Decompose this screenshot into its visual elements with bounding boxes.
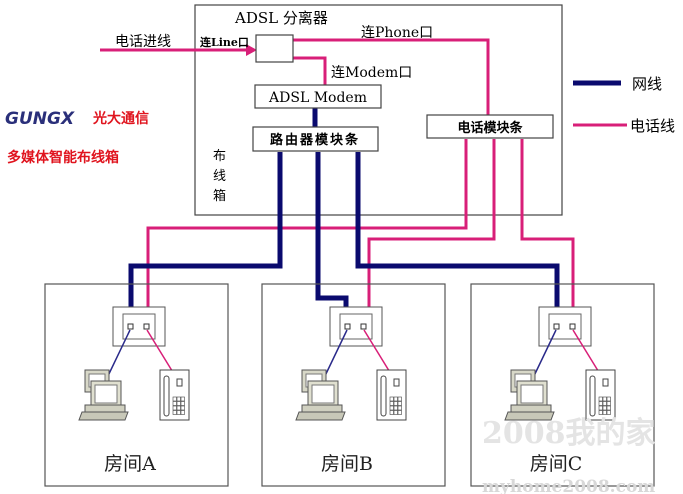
room-a: 房间A [44, 283, 229, 487]
computer-icon [504, 369, 555, 421]
room-c: 房间C [470, 283, 655, 487]
room-outline [470, 283, 655, 487]
network-port [127, 323, 134, 330]
line-port-label: 连Line口 [200, 35, 249, 49]
phone-port [360, 323, 367, 330]
network-line-room-a [128, 152, 283, 326]
pc-patch-cable [532, 329, 557, 379]
modem-port-label: 连Modem口 [331, 65, 412, 81]
brand-logo: GUNGX [5, 109, 75, 129]
socket-faceplate [122, 313, 156, 340]
phone-port [143, 323, 150, 330]
legend-network-label: 网线 [632, 75, 662, 93]
wall-socket [112, 306, 166, 347]
socket-faceplate [548, 313, 582, 340]
phone-patch-cable [146, 329, 175, 375]
product-name: 多媒体智能布线箱 [7, 149, 119, 166]
phone-line-room-c [520, 139, 575, 326]
room-b: 房间B [261, 283, 446, 487]
room-outline [261, 283, 446, 487]
phone-patch-cable [572, 329, 601, 375]
cabinet-label-1: 布 [213, 149, 226, 164]
company-logo: GUNGX 光大通信 多媒体智能布线箱 [5, 109, 149, 166]
watermark-line2: myhome2008.com [482, 477, 655, 494]
network-line-room-c [355, 152, 560, 326]
splitter-title: ADSL 分离器 [234, 9, 328, 27]
wall-socket [538, 306, 592, 347]
room-label: 房间B [321, 453, 373, 475]
phone-port-label: 连Phone口 [361, 25, 433, 41]
phone-line-room-b [367, 139, 496, 326]
adsl-modem-label: ADSL Modem [268, 90, 367, 106]
telephone-icon [159, 369, 190, 421]
room-label: 房间A [104, 453, 156, 475]
phone-port-line [293, 38, 490, 116]
room-label: 房间C [530, 453, 583, 475]
room-outline [44, 283, 229, 487]
telephone-icon [585, 369, 616, 421]
adsl-splitter [255, 34, 294, 63]
socket-faceplate [339, 313, 373, 340]
adsl-modem [254, 84, 382, 109]
incoming-line-label: 电话进线 [115, 34, 171, 50]
router-module-label: 路由器模块条 [270, 132, 360, 148]
cabinet-label-2: 线 [213, 169, 226, 184]
router-module [252, 126, 379, 152]
company-name: 光大通信 [92, 110, 149, 127]
network-port [553, 323, 560, 330]
wall-socket [329, 306, 383, 347]
watermark-line1: 2008我的家 [482, 416, 656, 451]
pc-patch-cable [323, 329, 348, 379]
phone-module-label: 电话模块条 [457, 120, 523, 136]
computer-icon [295, 369, 346, 421]
computer-icon [78, 369, 129, 421]
modem-port-line [293, 56, 327, 85]
telephone-icon [376, 369, 407, 421]
cabinet-label-3: 箱 [213, 188, 226, 204]
phone-line-room-a [146, 139, 468, 326]
phone-module [426, 114, 554, 139]
pc-patch-cable [106, 329, 131, 379]
phone-port [569, 323, 576, 330]
phone-patch-cable [363, 329, 392, 375]
arrow-icon [246, 44, 257, 56]
legend-phone-label: 电话线 [630, 117, 675, 135]
network-port [344, 323, 351, 330]
